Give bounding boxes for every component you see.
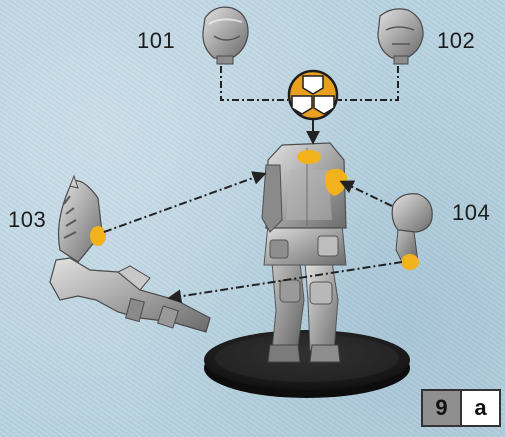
step-sub-letter: a	[462, 391, 499, 425]
head-part-101	[203, 7, 248, 64]
neck-contact-point	[297, 150, 321, 164]
head-part-102	[378, 9, 423, 64]
part-number-103: 103	[8, 207, 46, 233]
step-indicator: 9 a	[421, 389, 501, 427]
part-number-102: 102	[437, 28, 475, 54]
part-number-101: 101	[137, 28, 175, 54]
weapon-part-103	[50, 176, 210, 332]
step-number: 9	[423, 391, 462, 425]
plastic-glue-icon	[289, 71, 337, 119]
soldier-body	[262, 143, 347, 362]
round-base	[204, 330, 410, 398]
part-number-104: 104	[452, 200, 490, 226]
arm-part-104	[392, 194, 432, 270]
arrow-103-to-torso	[104, 174, 264, 232]
arrow-104-to-shoulder	[342, 182, 392, 206]
